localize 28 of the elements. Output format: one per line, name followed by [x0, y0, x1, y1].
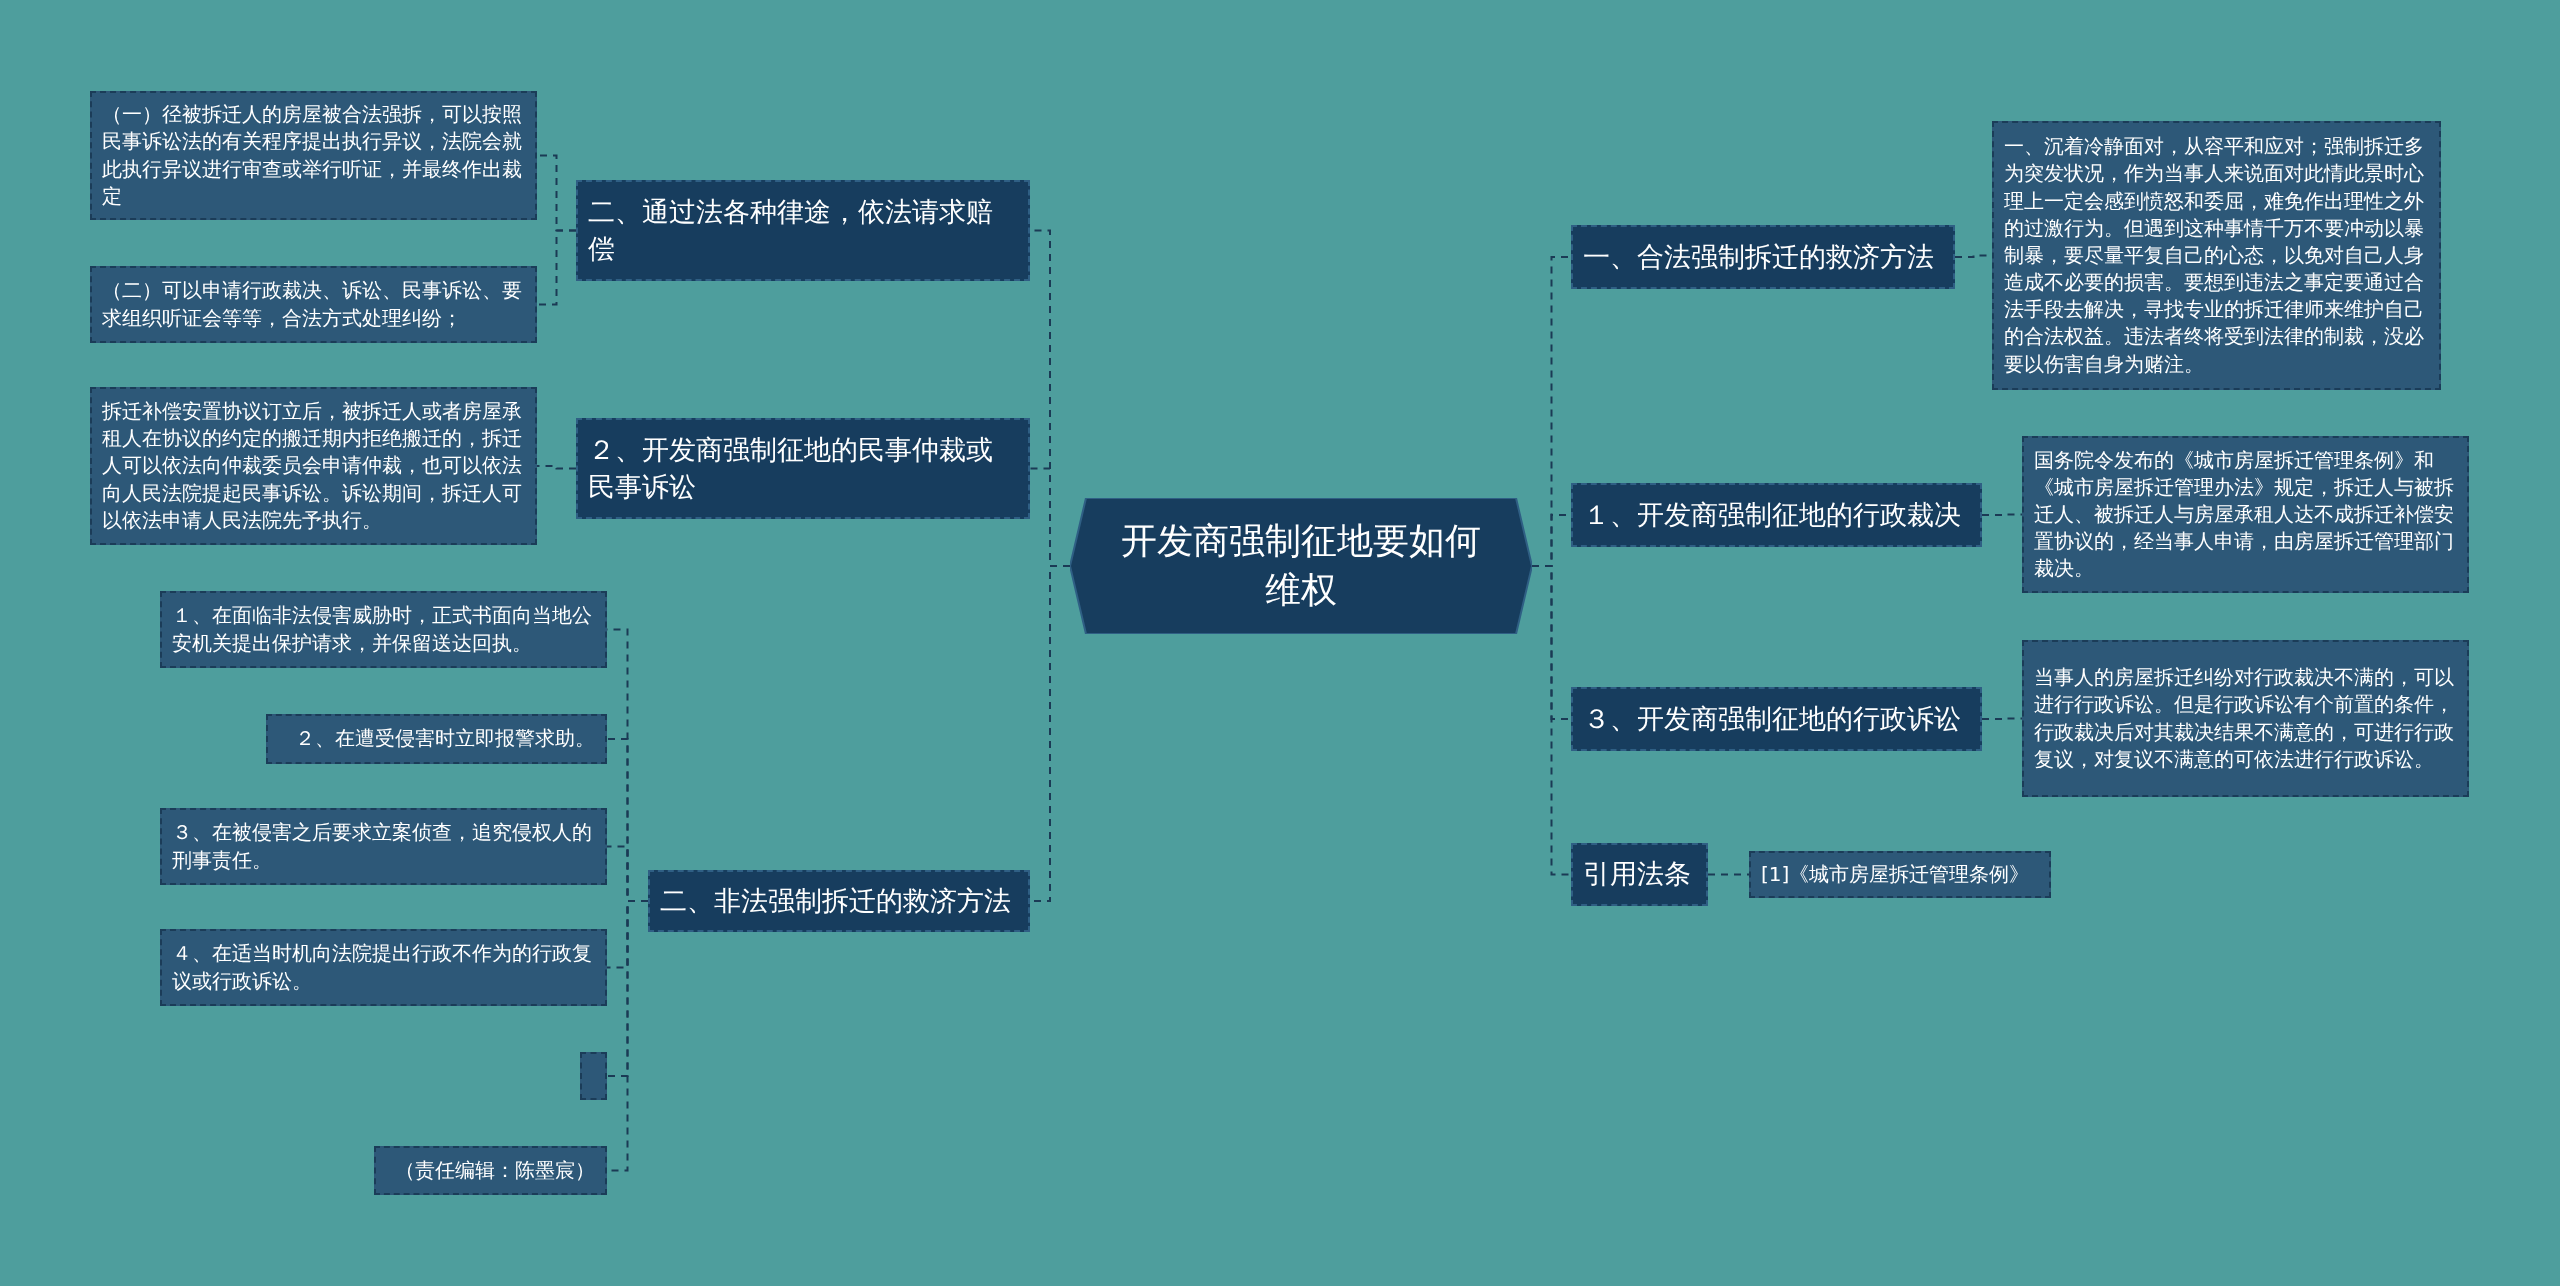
branch-box: ２、开发商强制征地的民事仲裁或民事诉讼 — [576, 418, 1030, 519]
note-box: 拆迁补偿安置协议订立后，被拆迁人或者房屋承租人在协议的约定的搬迁期内拒绝搬迁的，拆迁人可以依法向仲裁委员会申请仲裁，也可以依法向人民法院提起民事诉讼。诉讼期间，拆迁人可以依法申请人民法院先予执行。 — [90, 387, 537, 545]
connector-line — [1707, 873, 1750, 876]
note-box: （一）径被拆迁人的房屋被合法强拆，可以按照民事诉讼法的有关程序提出执行异议，法院会就此执行异议进行审查或举行听证，并最终作出裁定 — [90, 91, 537, 220]
connector-line — [1981, 513, 2023, 516]
note-box: ３、在被侵害之后要求立案侦查，追究侵权人的刑事责任。 — [160, 808, 607, 885]
branch-box: 二、非法强制拆迁的救济方法 — [648, 870, 1030, 932]
note-box: 当事人的房屋拆迁纠纷对行政裁决不满的，可以进行行政诉讼。但是行政诉讼有个前置的条件，行政裁决后对其裁决结果不满意的，可进行行政复议，对复议不满意的可依法进行行政诉讼。 — [2022, 640, 2469, 797]
note-box: 一、沉着冷静面对，从容平和应对；强制拆迁多为突发状况，作为当事人来说面对此情此景时心理上一定会感到愤怒和委屈，难免作出理性之外的过激行为。但遇到这种事情千万不要冲动以暴制暴，要尽量平复自己的心态，以免对自己人身造成不必要的损害。要想到违法之事定要通过合法手段去解决，寻找专业的拆迁律师来维护自己的合法权益。违法者终将受到法律的制裁，没必要以伤害自身为赌注。 — [1992, 121, 2441, 390]
connector-line — [536, 465, 577, 470]
note-box: １、在面临非法侵害威胁时，正式书面向当地公安机关提出保护请求，并保留送达回执。 — [160, 591, 607, 668]
note-box: ２、在遭受侵害时立即报警求助。 — [266, 714, 607, 764]
branch-box: １、开发商强制征地的行政裁决 — [1571, 483, 1982, 547]
note-box: [1]《城市房屋拆迁管理条例》 — [1749, 851, 2051, 898]
note-box: （责任编辑：陈墨宸） — [374, 1146, 607, 1195]
note-box: ４、在适当时机向法院提出行政不作为的行政复议或行政诉讼。 — [160, 929, 607, 1006]
branch-box: 引用法条 — [1571, 843, 1708, 906]
topic-title: 开发商强制征地要如何维权 — [1120, 519, 1482, 612]
empty-box — [580, 1052, 607, 1100]
topic-hexagon — [1070, 498, 1532, 634]
branch-box: 一、合法强制拆迁的救济方法 — [1571, 225, 1955, 289]
note-box: 国务院令发布的《城市房屋拆迁管理条例》和《城市房屋拆迁管理办法》规定，拆迁人与被拆迁人、被拆迁人与房屋承租人达不成拆迁补偿安置协议的，经当事人申请，由房屋拆迁管理部门裁决。 — [2022, 436, 2469, 593]
branch-box: ３、开发商强制征地的行政诉讼 — [1571, 687, 1982, 751]
connector-line — [536, 229, 577, 306]
connector-line — [1531, 565, 1572, 876]
note-box: （二）可以申请行政裁决、诉讼、民事诉讼、要求组织听证会等等，合法方式处理纠纷； — [90, 266, 537, 343]
branch-box: 二、通过法各种律途，依法请求赔偿 — [576, 180, 1030, 281]
connector-line — [1981, 717, 2023, 720]
